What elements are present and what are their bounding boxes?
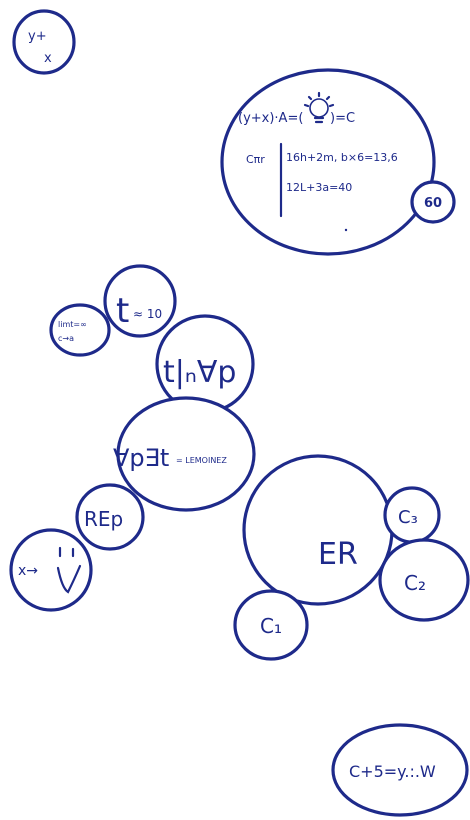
bubble-equation: (y+x)·A=( )=C Cπr 16h+2m, b×6=13,6 12L+3… — [220, 68, 436, 256]
equation-line3: 12L+3a=40 — [286, 181, 352, 194]
bubble-bottom-right: C+5=y.:.W — [331, 723, 469, 817]
bubble-er: ER — [242, 454, 394, 606]
smiley-face-icon — [56, 546, 82, 594]
bubble-lemoinez-main: ∀p∃t — [113, 444, 169, 472]
bubble-smiley-label: x→ — [18, 563, 38, 579]
bubble-t-for-all-p-label: t|ₙ∀p — [163, 355, 236, 390]
bubble-lemoinez: ∀p∃t = LEMOINEZ — [113, 396, 256, 512]
bubble-sixty-label: 60 — [424, 196, 442, 211]
bubble-rep: REp — [75, 483, 145, 551]
bubble-limit: limt=∞ c→a — [49, 303, 111, 357]
bubble-y-plus-x: y+ x — [12, 9, 76, 75]
bubble-c2-label: C₂ — [404, 571, 426, 595]
bubble-rep-label: REp — [84, 507, 123, 531]
equation-line1-end: )=C — [330, 111, 355, 126]
bubble-c1: C₁ — [233, 589, 309, 661]
bubble-limit-line2: c→a — [58, 334, 74, 343]
bubble-y-plus-x-line2: x — [44, 51, 52, 66]
bubble-c1-label: C₁ — [260, 614, 282, 638]
bubble-t-n-10: t ≈ 10 — [103, 264, 177, 338]
equation-prefix: Cπr — [246, 153, 265, 166]
lightbulb-icon — [303, 91, 335, 124]
bubble-y-plus-x-line1: y+ — [28, 29, 47, 44]
bubble-lemoinez-suffix: = LEMOINEZ — [176, 456, 227, 465]
bubble-c3: C₃ — [383, 486, 441, 544]
bubble-limit-line1: limt=∞ — [58, 320, 87, 329]
bubble-t-n-10-rest: ≈ 10 — [133, 307, 162, 321]
bubble-smiley: x→ — [9, 528, 93, 612]
bubble-sixty: 60 — [410, 180, 456, 224]
equation-line1: (y+x)·A=( — [238, 111, 303, 126]
bubble-bottom-right-label: C+5=y.:.W — [349, 762, 436, 781]
bubble-t-for-all-p: t|ₙ∀p — [155, 314, 255, 414]
bubble-er-label: ER — [318, 537, 358, 572]
bubble-c2: C₂ — [378, 538, 470, 622]
equation-line2: 16h+2m, b×6=13,6 — [286, 151, 398, 164]
bubble-t-n-10-t: t — [116, 291, 129, 331]
bubble-c3-label: C₃ — [398, 507, 418, 528]
